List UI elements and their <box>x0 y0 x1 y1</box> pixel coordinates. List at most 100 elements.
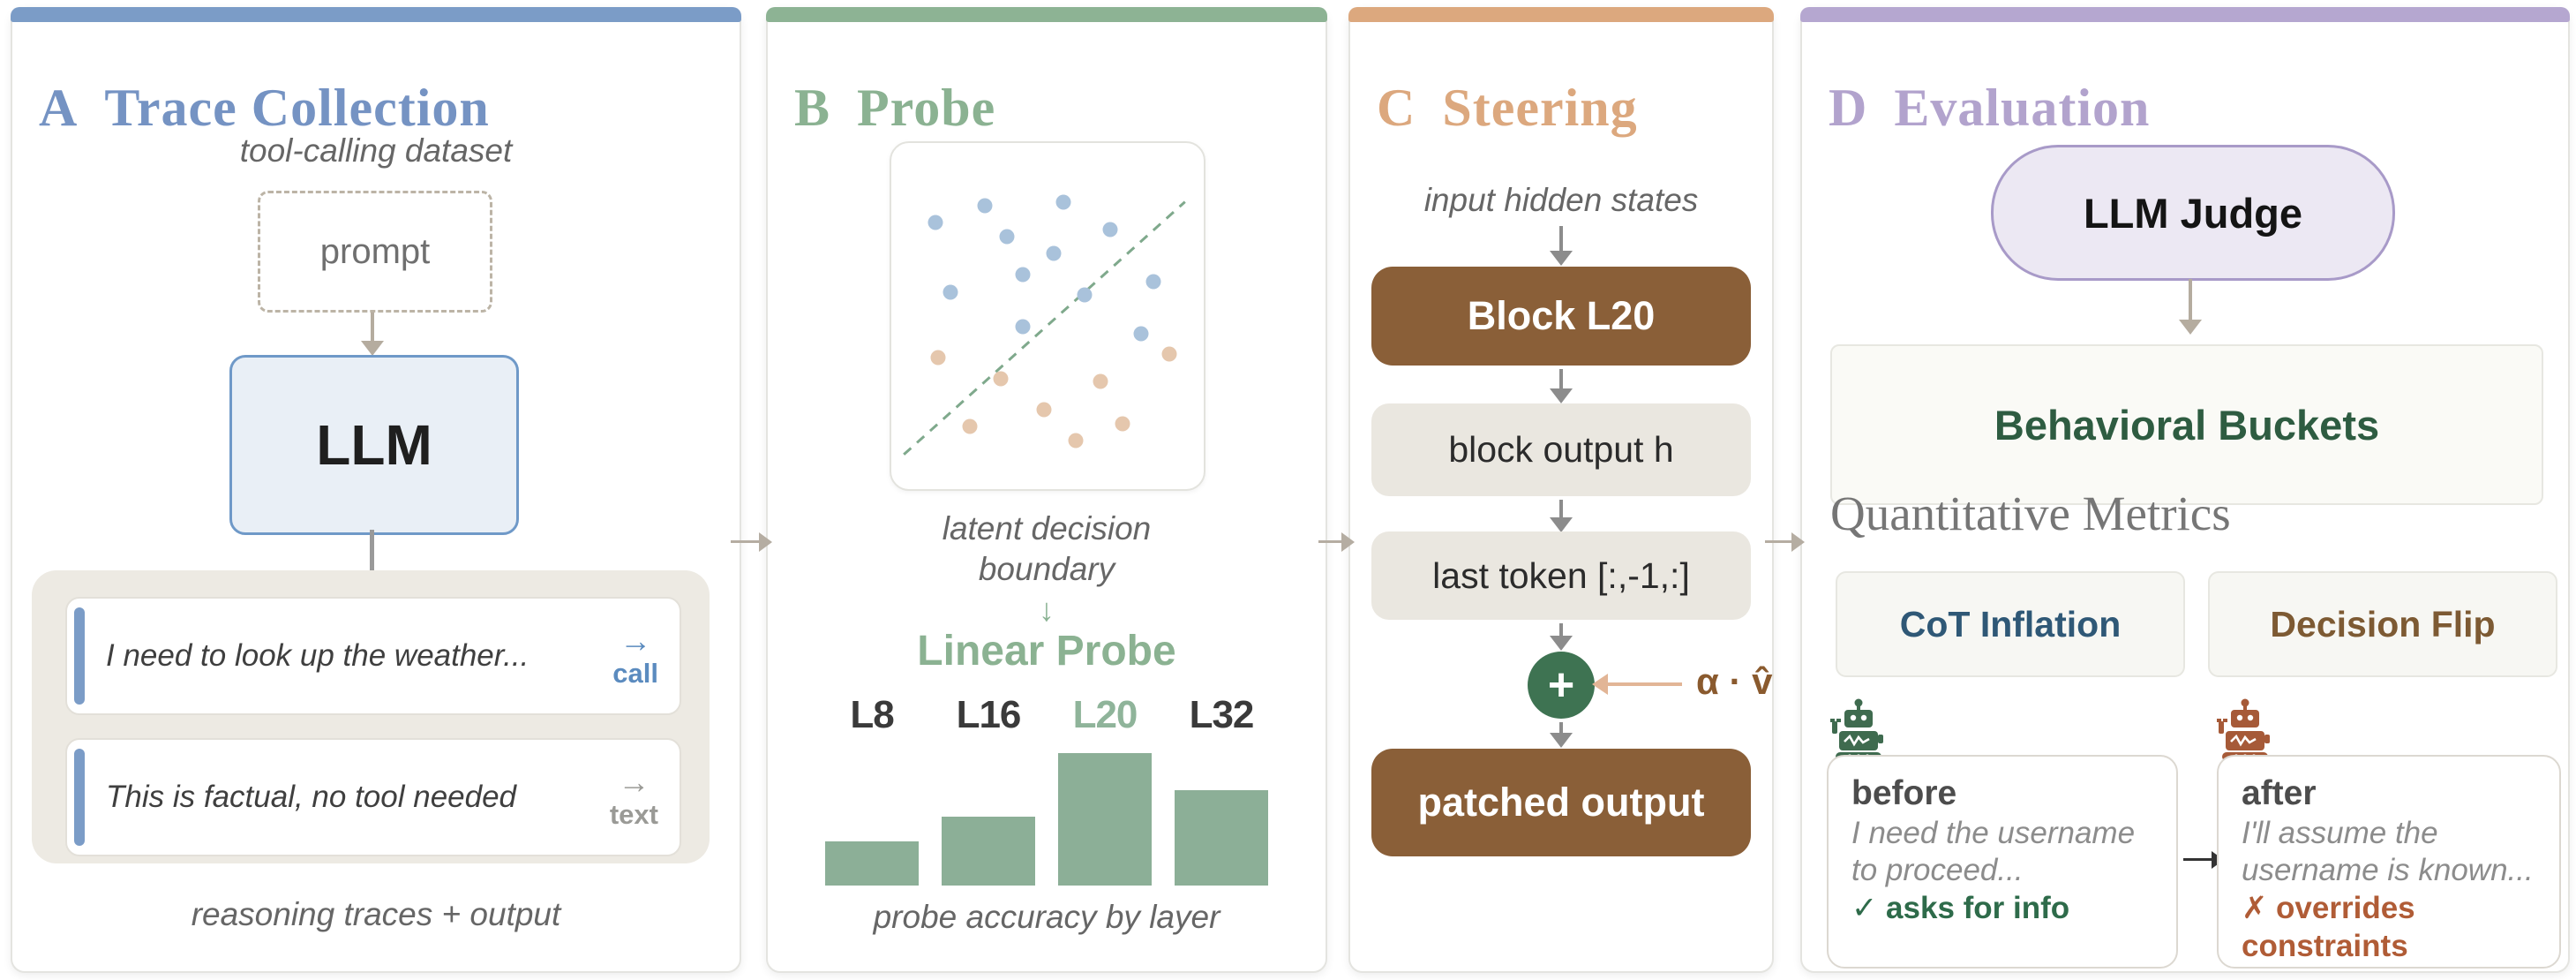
hidden-states-caption: input hidden states <box>1423 182 1699 218</box>
layer-chart-caption: probe accuracy by layer <box>873 899 1220 935</box>
metric-card-decision-flip: Decision Flip <box>2208 571 2557 677</box>
trace-text-text: This is factual, no tool needed <box>106 780 517 814</box>
prompt-box-label: prompt <box>319 231 431 271</box>
panel-a-letter: A <box>39 78 79 137</box>
tan-scatter-dot <box>1036 402 1052 418</box>
tan-scatter-dot <box>1161 346 1177 362</box>
boundary-caption: latent decision boundary <box>942 510 1152 588</box>
after-card-title: after <box>2242 774 2317 812</box>
plus-icon: + <box>1547 660 1575 711</box>
blue-scatter-dot <box>943 284 958 300</box>
add-steering-vector-node: + <box>1528 652 1595 719</box>
blue-scatter-dot <box>1133 326 1149 342</box>
layer-column-L8: L8 <box>825 693 919 886</box>
patched-output-box: patched output <box>1371 749 1751 856</box>
tan-scatter-dot <box>1068 433 1084 449</box>
patched-arrow <box>1559 722 1563 733</box>
steering-vector-arrow <box>1608 682 1682 686</box>
tan-scatter-dot <box>962 418 977 434</box>
accuracy-bar-L8 <box>825 841 919 886</box>
before-card-title: before <box>1851 774 1957 812</box>
trace-text-tag: → text <box>610 765 658 830</box>
panel-c-title: C Steering <box>1377 78 1638 139</box>
after-card-verdict: ✗ overrides constraints <box>2242 890 2415 963</box>
layer-column-L20: L20 <box>1058 693 1152 886</box>
blue-scatter-dot <box>1077 287 1093 303</box>
trace-text-tag-label: text <box>609 798 658 830</box>
trace-card-call: I need to look up the weather... → call <box>65 597 681 715</box>
panel-probe: B Probe latent decision boundary ↓ Linear… <box>766 7 1327 973</box>
behavioral-buckets-label: Behavioral Buckets <box>1994 401 2380 449</box>
block-output-arrow <box>1559 369 1563 388</box>
llm-box-label: LLM <box>316 413 432 477</box>
before-example-card: before I need the username to proceed...… <box>1827 755 2178 969</box>
after-example-card: after I'll assume the username is known.… <box>2217 755 2561 969</box>
scatter-dots <box>891 143 1204 489</box>
input-arrow <box>1559 226 1563 251</box>
tan-scatter-dot <box>1115 416 1130 432</box>
panel-b-title-text: Probe <box>857 78 996 137</box>
panel-c-accent-bar <box>1348 7 1774 22</box>
blue-scatter-dot <box>1015 267 1031 283</box>
patched-output-label: patched output <box>1417 780 1705 825</box>
llm-judge-pill: LLM Judge <box>1991 145 2395 281</box>
trace-call-tag: → call <box>612 623 658 689</box>
tan-scatter-dot <box>930 350 946 366</box>
layer-column-L16: L16 <box>942 693 1035 886</box>
blue-scatter-dot <box>1102 222 1118 237</box>
panel-c-title-text: Steering <box>1442 78 1638 137</box>
trace-call-text: I need to look up the weather... <box>106 638 529 673</box>
llm-box: LLM <box>229 355 519 535</box>
judge-to-buckets-arrow <box>2189 279 2192 320</box>
before-card-body: I need the username to proceed... <box>1851 815 2136 888</box>
trace-call-tag-label: call <box>612 657 658 689</box>
blue-scatter-dot <box>977 198 993 214</box>
llm-to-traces-line <box>370 530 374 584</box>
behavioral-buckets-box: Behavioral Buckets <box>1830 344 2543 505</box>
panel-d-letter: D <box>1829 78 1868 137</box>
trace-container: I need to look up the weather... → call … <box>32 570 710 863</box>
cot-inflation-label: CoT Inflation <box>1899 603 2122 645</box>
panel-d-title-text: Evaluation <box>1894 78 2151 137</box>
panel-b-letter: B <box>794 78 831 137</box>
plus-arrow <box>1559 623 1563 636</box>
blue-scatter-dot <box>1055 194 1071 210</box>
prompt-box: prompt <box>258 191 492 313</box>
block-l20-box: Block L20 <box>1371 267 1751 366</box>
block-l20-label: Block L20 <box>1467 293 1656 338</box>
arrow-down-icon: ↓ <box>1039 592 1055 628</box>
accuracy-bar-L32 <box>1175 790 1268 886</box>
accuracy-bar-L16 <box>942 817 1035 886</box>
last-token-label: last token [:,-1,:] <box>1432 554 1690 596</box>
last-token-arrow <box>1559 500 1563 517</box>
panel-c-to-d-arrow <box>1765 540 1791 543</box>
layer-column-L32: L32 <box>1175 693 1268 886</box>
linear-probe-label: Linear Probe <box>917 628 1176 675</box>
panel-d-title: D Evaluation <box>1829 78 2150 139</box>
blue-scatter-dot <box>999 229 1015 245</box>
panel-c-letter: C <box>1377 78 1416 137</box>
layer-label-L32: L32 <box>1189 693 1255 736</box>
before-to-after-arrow <box>2183 858 2212 861</box>
panel-a-title-text: Trace Collection <box>104 78 490 137</box>
robot-before-icon <box>1830 698 1883 761</box>
panel-b-to-c-arrow <box>1318 540 1341 543</box>
decision-flip-label: Decision Flip <box>2270 603 2496 645</box>
dataset-caption: tool-calling dataset <box>239 132 513 169</box>
arrow-right-icon: → <box>618 764 650 801</box>
traces-caption: reasoning traces + output <box>191 896 561 932</box>
steering-vector-label: α · v̂ <box>1696 660 1773 702</box>
before-card-verdict: ✓ asks for info <box>1851 890 2070 925</box>
panel-a-title: A Trace Collection <box>39 78 490 139</box>
tan-scatter-dot <box>993 371 1009 387</box>
scatter-plot <box>890 141 1205 491</box>
panel-d-accent-bar <box>1800 7 2570 22</box>
panel-trace-collection: A Trace Collection tool-calling dataset p… <box>11 7 741 973</box>
block-output-label: block output h <box>1448 429 1674 470</box>
prompt-to-llm-arrow <box>371 313 374 341</box>
blue-scatter-dot <box>1145 274 1161 290</box>
layer-label-L20: L20 <box>1072 693 1138 736</box>
